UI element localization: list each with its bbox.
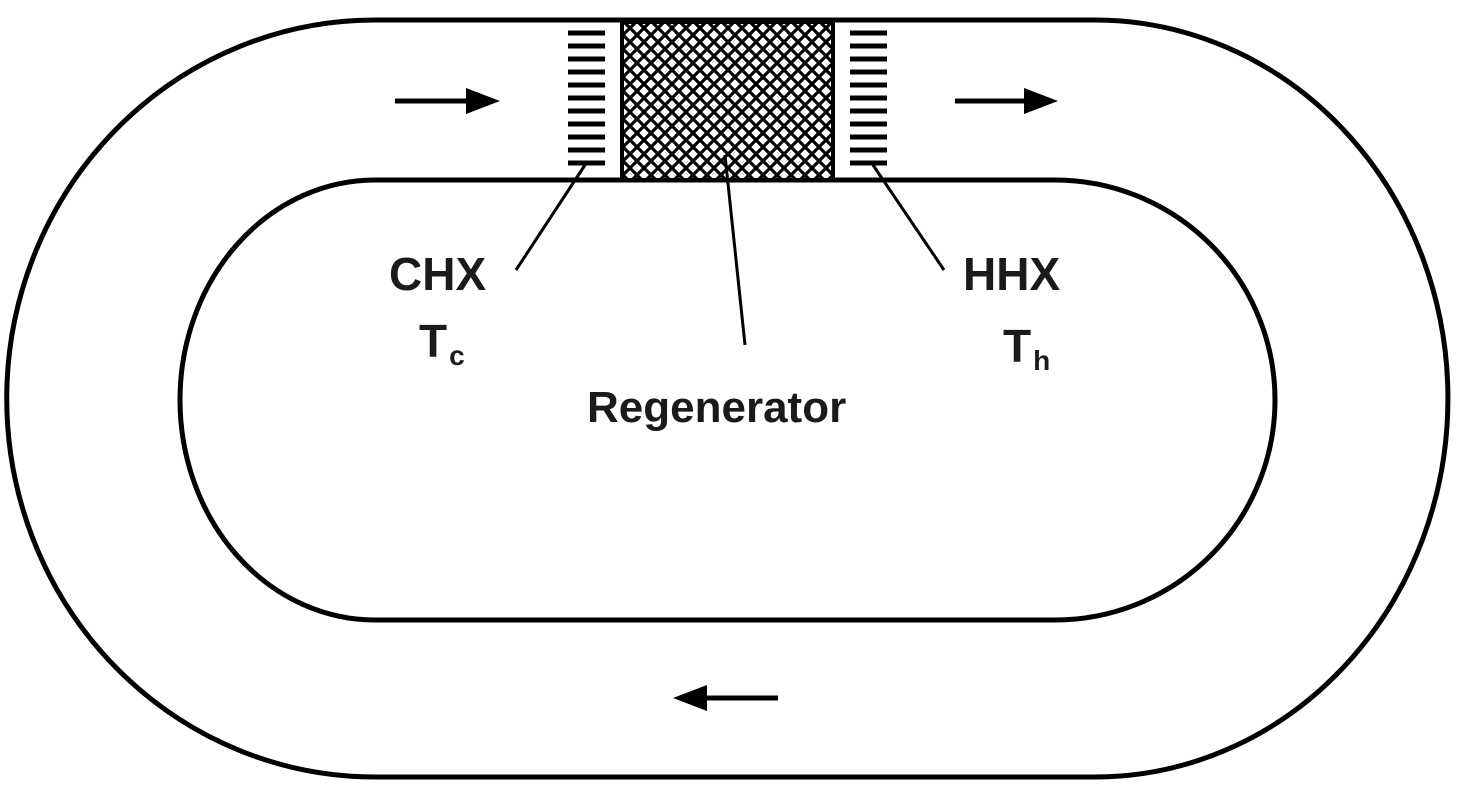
flow-arrow-top-right [955, 88, 1058, 114]
outer-loop-boundary [4, 17, 1451, 780]
cold-hx-leader-line [514, 164, 587, 271]
cold-temperature-label: Tc [419, 315, 465, 371]
regenerator-block [620, 20, 835, 182]
hot-temperature-subscript: h [1033, 345, 1050, 376]
cold-hx-label: CHX [389, 248, 486, 300]
cold-heat-exchanger [568, 30, 605, 166]
flow-arrow-top-left [395, 88, 500, 114]
hot-temperature-label: Th [1003, 320, 1050, 376]
hot-temperature-base: T [1003, 320, 1031, 372]
cold-temperature-subscript: c [449, 340, 465, 371]
regenerator-leader-line [723, 154, 747, 346]
flow-arrow-bottom [673, 685, 778, 711]
hot-heat-exchanger [850, 30, 887, 166]
cold-temperature-base: T [419, 315, 447, 367]
regenerator-label: Regenerator [587, 383, 846, 432]
hot-hx-leader-line [871, 164, 946, 271]
inner-loop-boundary [177, 177, 1278, 623]
hot-hx-label: HHX [963, 248, 1060, 300]
